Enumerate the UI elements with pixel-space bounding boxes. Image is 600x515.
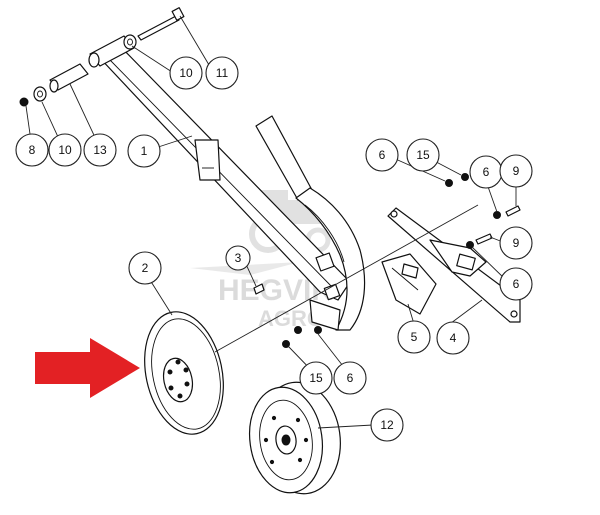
hardware-group	[253, 173, 521, 348]
callout-8: 8	[15, 133, 49, 167]
svg-text:15: 15	[416, 148, 430, 162]
svg-text:12: 12	[380, 418, 394, 432]
callout-10-left: 10	[48, 133, 82, 167]
svg-text:6: 6	[513, 277, 520, 291]
callout-12: 12	[370, 408, 404, 442]
disc-part	[144, 311, 224, 435]
svg-text:6: 6	[347, 371, 354, 385]
svg-text:6: 6	[379, 148, 386, 162]
nut-part	[19, 97, 29, 107]
svg-text:6: 6	[483, 165, 490, 179]
svg-text:1: 1	[141, 144, 148, 158]
bushing-left-part	[33, 86, 47, 102]
callout-3: 3	[225, 245, 251, 271]
callout-6-top-right: 6	[469, 155, 503, 189]
bolt-top-part	[137, 7, 185, 41]
svg-text:9: 9	[513, 236, 520, 250]
callout-1: 1	[127, 134, 161, 168]
svg-text:2: 2	[142, 261, 149, 275]
bushing-top-part	[123, 34, 137, 50]
svg-text:5: 5	[411, 330, 418, 344]
svg-text:15: 15	[309, 371, 323, 385]
callout-6-top-left: 6	[365, 138, 399, 172]
red-arrow-icon	[35, 338, 140, 398]
callout-2: 2	[128, 251, 162, 285]
callout-4: 4	[436, 321, 470, 355]
callout-6-right: 6	[499, 267, 533, 301]
callout-13: 13	[83, 133, 117, 167]
callout-11: 11	[205, 56, 239, 90]
callout-9-mid: 9	[499, 226, 533, 260]
svg-text:10: 10	[58, 143, 72, 157]
callout-6-bottom: 6	[333, 361, 367, 395]
callout-9-top: 9	[499, 154, 533, 188]
svg-text:13: 13	[93, 143, 107, 157]
callout-15-top: 15	[406, 138, 440, 172]
wheel-part	[248, 381, 341, 495]
svg-text:9: 9	[513, 164, 520, 178]
svg-text:3: 3	[235, 251, 242, 265]
svg-text:10: 10	[179, 66, 193, 80]
shank-part	[255, 115, 366, 331]
callout-15-bottom: 15	[299, 361, 333, 395]
callout-5: 5	[397, 320, 431, 354]
svg-text:8: 8	[29, 143, 36, 157]
scraper-part	[381, 253, 437, 315]
arm-part	[88, 35, 351, 301]
shaft-part	[49, 63, 89, 93]
assembly-axis-line	[214, 204, 479, 353]
svg-text:11: 11	[216, 66, 229, 80]
svg-text:4: 4	[450, 331, 457, 345]
callout-10-top: 10	[169, 56, 203, 90]
